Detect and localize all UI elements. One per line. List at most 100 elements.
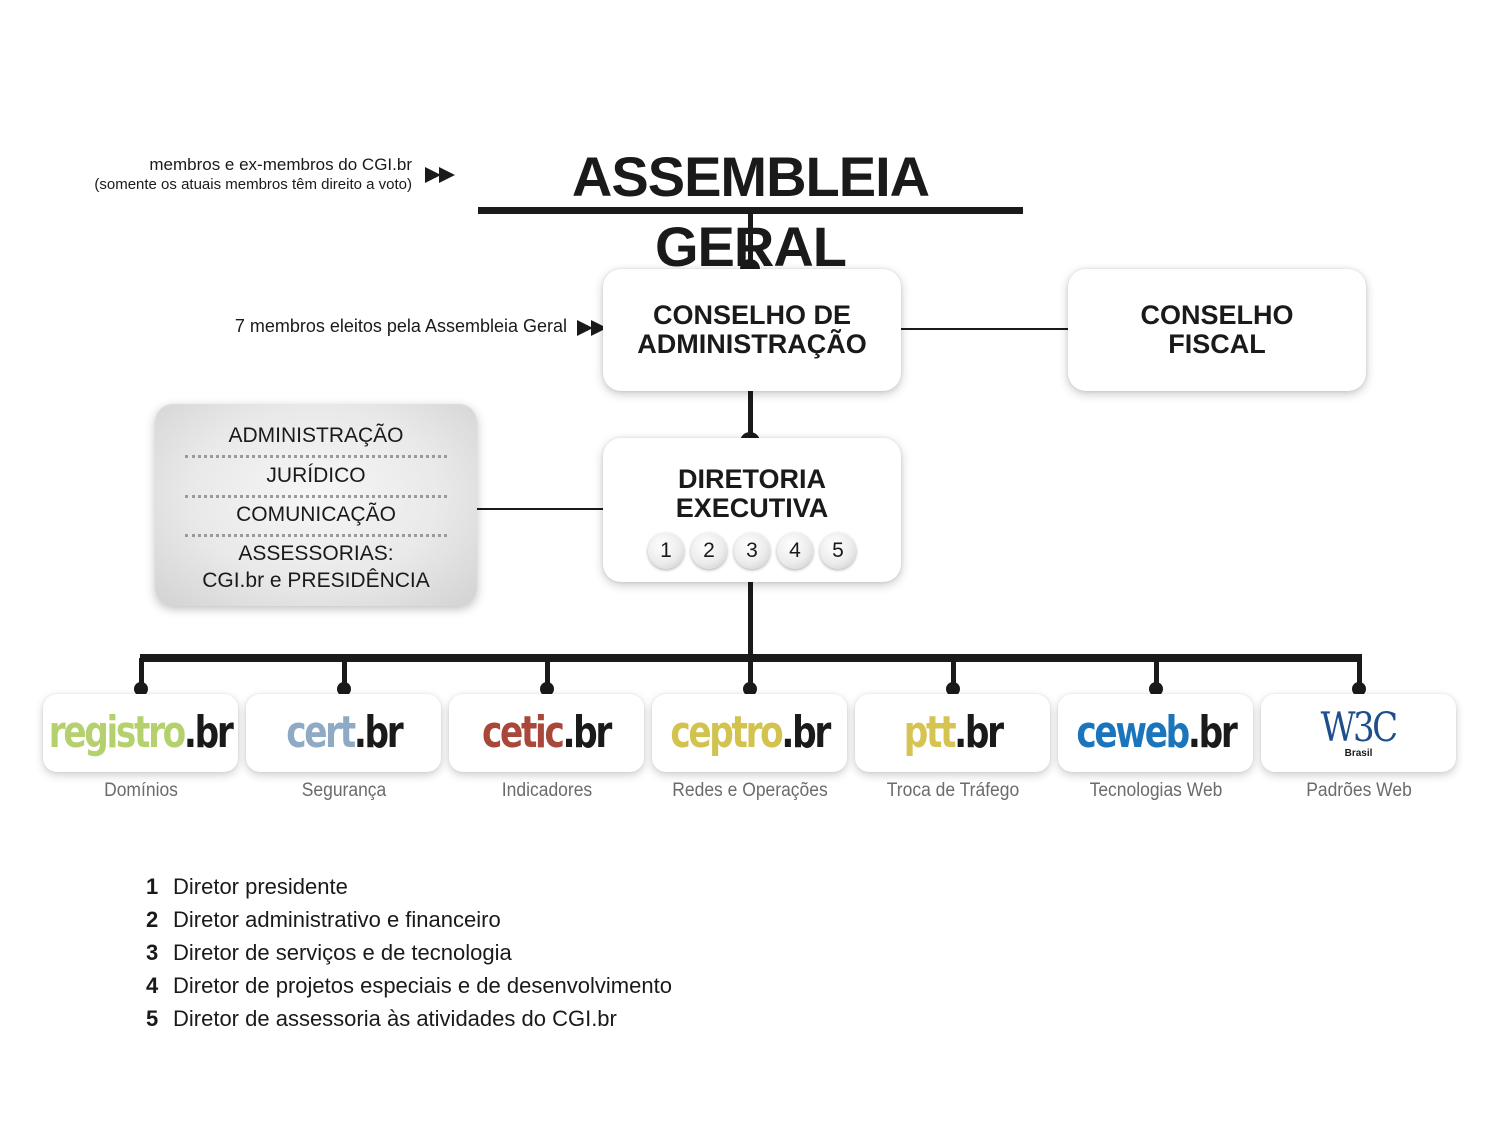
ceweb-logo: ceweb.br xyxy=(1076,711,1237,755)
director-number-badge: 4 xyxy=(777,533,813,569)
legend-text: Diretor administrativo e financeiro xyxy=(173,907,501,932)
assembly-note: membros e ex-membros do CGI.br (somente … xyxy=(40,155,412,195)
support-separator xyxy=(185,495,447,498)
fiscal-council-line2: FISCAL xyxy=(1168,329,1266,359)
executive-board-line1: DIRETORIA xyxy=(677,464,826,494)
center-caption: Indicadores xyxy=(501,780,593,801)
center-card-w3c: W3C Brasil xyxy=(1261,694,1456,772)
connector-drop xyxy=(1154,658,1159,686)
admin-council-note: 7 membros eleitos pela Assembleia Geral xyxy=(234,316,567,336)
legend-text: Diretor de serviços e de tecnologia xyxy=(173,940,512,965)
assembly-note-line1: membros e ex-membros do CGI.br xyxy=(149,155,412,174)
legend-number: 3 xyxy=(146,940,159,965)
connector-admin-fiscal xyxy=(901,328,1068,330)
director-legend: 1 Diretor presidente 2 Diretor administr… xyxy=(146,870,846,1035)
connector-drop xyxy=(545,658,550,686)
logo-suffix: .br xyxy=(1187,707,1237,758)
double-arrow-icon xyxy=(425,167,455,183)
center-card-cert: cert.br xyxy=(246,694,441,772)
support-separator xyxy=(185,455,447,458)
legend-item: 4 Diretor de projetos especiais e de des… xyxy=(146,969,846,1002)
center-caption: Redes e Operações xyxy=(672,780,828,801)
executive-board-line2: EXECUTIVA xyxy=(675,493,829,523)
legend-text: Diretor presidente xyxy=(173,874,348,899)
connector-drop-dot xyxy=(134,682,148,696)
director-number-badge: 3 xyxy=(734,533,770,569)
support-item-advisory-title: ASSESSORIAS: xyxy=(238,542,394,565)
admin-council-line2: ADMINISTRAÇÃO xyxy=(637,329,867,359)
center-caption: Tecnologias Web xyxy=(1089,780,1223,801)
center-card-ptt: ptt.br xyxy=(855,694,1050,772)
connector-drop-dot xyxy=(337,682,351,696)
support-areas-box: ADMINISTRAÇÃO JURÍDICO COMUNICAÇÃO ASSES… xyxy=(155,404,477,606)
logo-suffix: .br xyxy=(184,707,234,758)
connector-exec-centers xyxy=(748,582,753,656)
fiscal-council-line1: CONSELHO xyxy=(1140,300,1294,330)
legend-number: 4 xyxy=(146,973,159,998)
admin-council-line1: CONSELHO DE xyxy=(652,300,852,330)
connector-admin-exec xyxy=(748,391,753,441)
connector-support-exec xyxy=(477,508,603,510)
legend-item: 1 Diretor presidente xyxy=(146,870,846,903)
center-card-ceweb: ceweb.br xyxy=(1058,694,1253,772)
w3c-logo: W3C Brasil xyxy=(1314,708,1402,759)
support-separator xyxy=(185,534,447,537)
legend-number: 1 xyxy=(146,874,159,899)
logo-suffix: Brasil xyxy=(1344,747,1373,759)
registro-logo: registro.br xyxy=(49,711,234,755)
legend-text: Diretor de projetos especiais e de desen… xyxy=(173,973,672,998)
center-card-ceptro: ceptro.br xyxy=(652,694,847,772)
support-item-administration: ADMINISTRAÇÃO xyxy=(228,424,404,447)
center-caption: Troca de Tráfego xyxy=(886,780,1020,801)
fiscal-council-box: CONSELHO FISCAL xyxy=(1068,269,1366,391)
support-item-communication: COMUNICAÇÃO xyxy=(236,503,396,526)
connector-drop-dot xyxy=(946,682,960,696)
logo-name: registro xyxy=(49,707,187,758)
connector-drop-dot xyxy=(1352,682,1366,696)
logo-suffix: .br xyxy=(953,707,1004,758)
center-caption: Segurança xyxy=(301,780,387,801)
legend-text: Diretor de assessoria às atividades do C… xyxy=(173,1006,617,1031)
support-item-legal: JURÍDICO xyxy=(266,464,366,487)
center-card-registro: registro.br xyxy=(43,694,238,772)
connector-drop-dot xyxy=(1149,682,1163,696)
connector-drop-dot xyxy=(743,682,757,696)
legend-number: 5 xyxy=(146,1006,159,1031)
legend-item: 2 Diretor administrativo e financeiro xyxy=(146,903,846,936)
admin-council-box: CONSELHO DE ADMINISTRAÇÃO xyxy=(603,269,901,391)
legend-item: 5 Diretor de assessoria às atividades do… xyxy=(146,1002,846,1035)
director-number-badge: 2 xyxy=(691,533,727,569)
cert-logo: cert.br xyxy=(286,711,403,755)
center-card-cetic: cetic.br xyxy=(449,694,644,772)
logo-name: cetic xyxy=(482,707,566,758)
legend-item: 3 Diretor de serviços e de tecnologia xyxy=(146,936,846,969)
double-arrow-icon xyxy=(577,320,607,336)
connector-drop xyxy=(1357,658,1362,686)
assembly-note-line2: (somente os atuais membros têm direito a… xyxy=(94,176,412,193)
director-number-badge: 1 xyxy=(648,533,684,569)
center-caption: Domínios xyxy=(104,780,178,801)
legend-number: 2 xyxy=(146,907,159,932)
director-number-list: 1 2 3 4 5 xyxy=(648,533,856,569)
director-number-badge: 5 xyxy=(820,533,856,569)
connector-assembly-admin xyxy=(748,214,753,270)
logo-suffix: .br xyxy=(353,707,404,758)
ceptro-logo: ceptro.br xyxy=(670,711,831,755)
center-caption: Padrões Web xyxy=(1306,780,1412,801)
logo-name: W3C xyxy=(1321,704,1399,751)
cetic-logo: cetic.br xyxy=(483,711,613,755)
logo-name: ceweb xyxy=(1076,707,1190,758)
connector-drop xyxy=(139,658,144,686)
logo-name: ptt xyxy=(903,707,957,758)
executive-board-box: DIRETORIA EXECUTIVA 1 2 3 4 5 xyxy=(603,438,901,582)
logo-name: ceptro xyxy=(670,707,783,758)
ptt-logo: ptt.br xyxy=(904,711,1004,755)
logo-suffix: .br xyxy=(781,707,831,758)
support-item-advisory-detail: CGI.br e PRESIDÊNCIA xyxy=(202,569,430,592)
connector-drop xyxy=(342,658,347,686)
connector-drop-dot xyxy=(540,682,554,696)
connector-drop xyxy=(951,658,956,686)
logo-suffix: .br xyxy=(562,707,613,758)
assembly-title: ASSEMBLEIA GERAL xyxy=(478,142,1023,278)
connector-drop xyxy=(748,658,753,686)
